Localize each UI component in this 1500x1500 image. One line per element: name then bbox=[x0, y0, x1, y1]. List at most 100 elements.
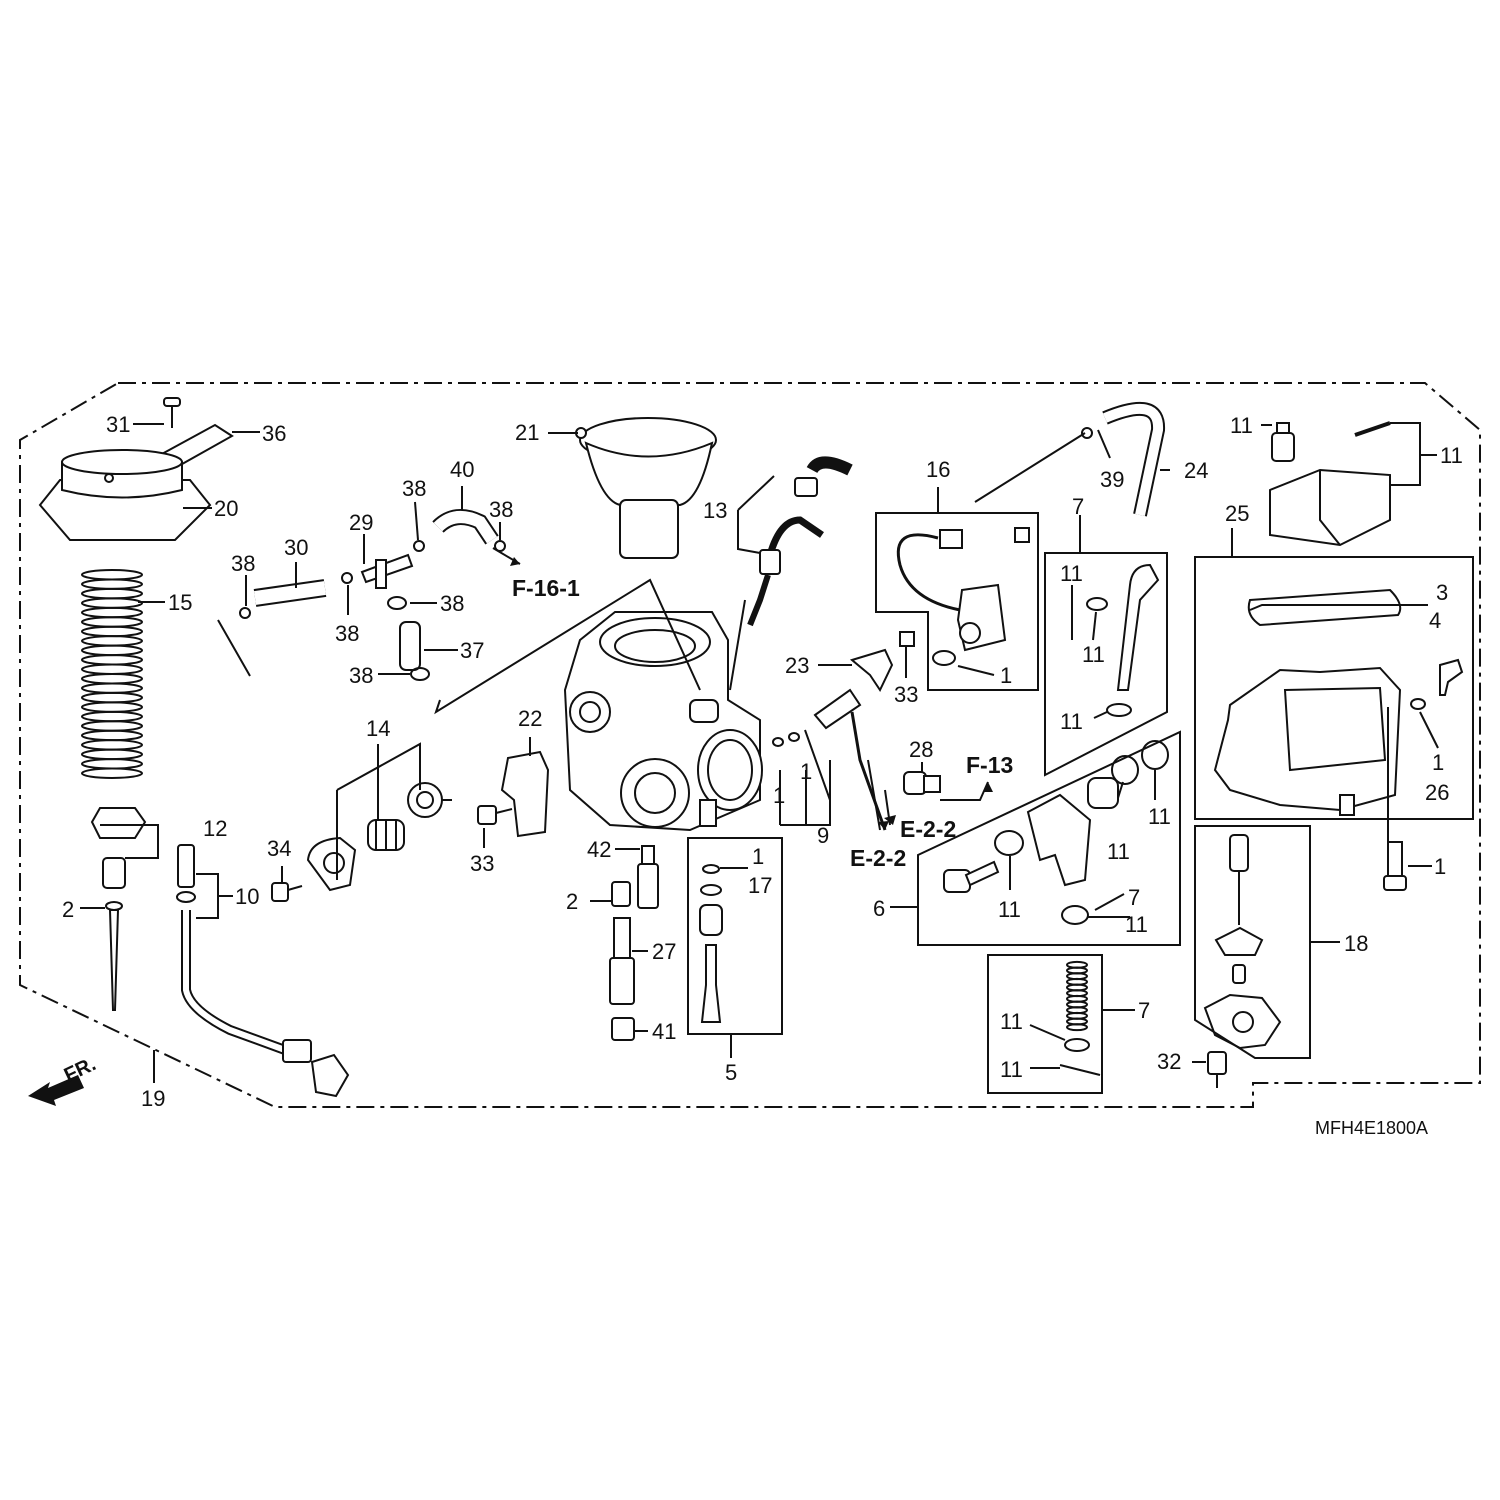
callout: 34 bbox=[267, 836, 291, 861]
group-8-box bbox=[1194, 825, 1311, 1059]
callout: 38 bbox=[335, 621, 359, 646]
callout: 32 bbox=[1157, 1049, 1181, 1074]
tube-37-part bbox=[399, 621, 421, 671]
callout: 3 bbox=[1436, 580, 1448, 605]
callout: 11 bbox=[998, 897, 1021, 922]
callout: 22 bbox=[518, 706, 542, 731]
callout: 12 bbox=[203, 816, 227, 841]
spring-coil bbox=[81, 748, 143, 761]
spring-coil bbox=[81, 673, 143, 685]
callout: 7 bbox=[1138, 998, 1150, 1023]
callout: 1 bbox=[773, 783, 785, 808]
spring-coil bbox=[81, 616, 143, 628]
group-4-box bbox=[1194, 556, 1474, 820]
cover-14-part bbox=[306, 836, 357, 892]
reference-labels: F-16-1 E-2-2 E-2-2 F-13 bbox=[512, 575, 1013, 871]
screw-35-part bbox=[1207, 1051, 1227, 1088]
callout: 11 bbox=[1060, 561, 1083, 586]
spring-14-part bbox=[367, 819, 405, 851]
screw-34-part bbox=[271, 882, 303, 902]
spring-coil bbox=[81, 606, 143, 619]
jet-41-part bbox=[611, 1017, 635, 1041]
spring-coil bbox=[81, 597, 143, 609]
callout: 21 bbox=[515, 420, 539, 445]
callout: 4 bbox=[1429, 608, 1441, 633]
callout: 38 bbox=[489, 497, 513, 522]
callout: 28 bbox=[909, 737, 933, 762]
callout: 18 bbox=[1344, 931, 1368, 956]
spring-coil bbox=[81, 720, 143, 732]
callout: 33 bbox=[470, 851, 494, 876]
callout: 2 bbox=[566, 889, 578, 914]
pin-11-part bbox=[1059, 1038, 1101, 1076]
callout: 38 bbox=[349, 663, 373, 688]
spring-coil bbox=[81, 729, 143, 742]
screw-28-part bbox=[903, 771, 941, 795]
group-16-box bbox=[875, 512, 1039, 691]
jet-42-part bbox=[637, 845, 659, 909]
callout: 25 bbox=[1225, 501, 1249, 526]
spring-coil bbox=[81, 654, 143, 666]
callout: 40 bbox=[450, 457, 474, 482]
callout: 7 bbox=[1128, 885, 1140, 910]
tube-30-part bbox=[253, 579, 327, 607]
callout: 24 bbox=[1184, 458, 1208, 483]
callout: 7 bbox=[1072, 494, 1084, 519]
callout: 11 bbox=[1107, 839, 1130, 864]
hose-13-part bbox=[747, 456, 853, 627]
ref-arrows bbox=[492, 547, 993, 830]
idle-screw-5-part bbox=[699, 864, 723, 1023]
sensor-16-part bbox=[896, 527, 1030, 666]
callout: 9 bbox=[817, 823, 829, 848]
callout: 11 bbox=[1230, 413, 1253, 438]
bracket-23-part bbox=[849, 631, 915, 693]
callout: 23 bbox=[785, 653, 809, 678]
spring-coil bbox=[81, 569, 143, 581]
throttle-cable-10-part bbox=[176, 844, 350, 1098]
callout: 29 bbox=[349, 510, 373, 535]
spring-coil bbox=[1066, 1023, 1088, 1032]
spring-coil bbox=[81, 701, 143, 713]
callout: 38 bbox=[440, 591, 464, 616]
group-7-top-box bbox=[1044, 552, 1168, 777]
callout: 1 bbox=[1432, 750, 1444, 775]
callout: 41 bbox=[652, 1019, 676, 1044]
diaphragm-21-part bbox=[575, 417, 717, 559]
callout: 26 bbox=[1425, 780, 1449, 805]
callout: 11 bbox=[1440, 443, 1463, 468]
callout: 5 bbox=[725, 1060, 737, 1085]
callout: 33 bbox=[894, 682, 918, 707]
callout: 11 bbox=[1060, 709, 1083, 734]
callout: 27 bbox=[652, 939, 676, 964]
callout: 38 bbox=[231, 551, 255, 576]
callout: 11 bbox=[1148, 804, 1171, 829]
enrichment-8-part bbox=[1203, 834, 1282, 1050]
ref-label: F-13 bbox=[966, 752, 1013, 778]
diagram-code: MFH4E1800A bbox=[1315, 1118, 1428, 1138]
callout: 10 bbox=[235, 884, 259, 909]
callout: 11 bbox=[1000, 1057, 1023, 1082]
group-6-box bbox=[917, 730, 1181, 946]
callout: 36 bbox=[262, 421, 286, 446]
leader-lines bbox=[80, 422, 1439, 1083]
callout: 1 bbox=[752, 844, 764, 869]
bracket-22-part bbox=[500, 750, 550, 838]
callout: 39 bbox=[1100, 467, 1124, 492]
screw-31-part bbox=[163, 397, 181, 428]
spring-15-part bbox=[81, 569, 143, 779]
carburetor-body-part bbox=[563, 611, 763, 832]
callout: 30 bbox=[284, 535, 308, 560]
group-7-bottom-box bbox=[987, 954, 1103, 1094]
callout: 11 bbox=[1125, 912, 1148, 937]
callout-labels: 31 36 20 15 12 2 10 19 21 13 30 29 38 40… bbox=[62, 412, 1463, 1111]
callout: 17 bbox=[748, 873, 772, 898]
spring-coil bbox=[81, 625, 143, 638]
callout: 20 bbox=[214, 496, 238, 521]
needle-jet-27-part bbox=[609, 917, 635, 1005]
float-valve-25-part bbox=[1271, 422, 1295, 462]
spring-coil bbox=[81, 691, 143, 704]
ref-label: E-2-2 bbox=[850, 845, 906, 871]
choke-arm-7-part bbox=[1086, 563, 1160, 717]
